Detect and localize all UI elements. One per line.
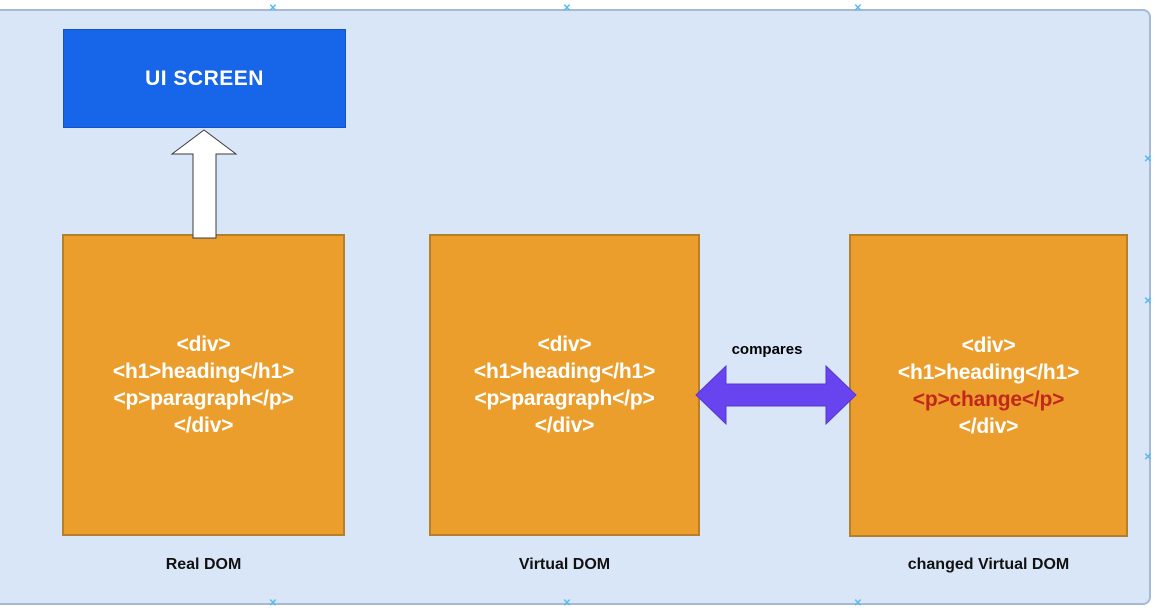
code-line-changed: <p>change</p> xyxy=(912,387,1065,411)
connection-point-icon: ✕ xyxy=(1143,452,1153,463)
code-line: <div> xyxy=(537,333,592,356)
real-dom-label: Real DOM xyxy=(165,556,242,573)
code-line: <h1>heading</h1> xyxy=(897,360,1080,384)
connection-point-icon: ✕ xyxy=(853,3,863,14)
connection-point-icon: ✕ xyxy=(268,3,278,14)
changed-virtual-dom-label: changed Virtual DOM xyxy=(907,556,1070,573)
connection-point-icon: ✕ xyxy=(853,598,863,609)
code-line: <div> xyxy=(176,333,231,356)
ui-screen-label: UI SCREEN xyxy=(145,66,264,90)
connection-point-icon: ✕ xyxy=(1143,154,1153,165)
code-line: </div> xyxy=(173,414,234,437)
compare-arrow-left-right-icon[interactable] xyxy=(695,364,857,426)
connection-point-icon: ✕ xyxy=(562,598,572,609)
virtual-dom-box[interactable]: <div> <h1>heading</h1> <p>paragraph</p> … xyxy=(429,234,700,536)
virtual-dom-label: Virtual DOM xyxy=(518,556,611,573)
code-line: <p>paragraph</p> xyxy=(474,387,655,410)
compares-label: compares xyxy=(731,341,803,358)
code-line: <p>paragraph</p> xyxy=(113,387,294,410)
code-line: <div> xyxy=(961,333,1016,357)
connection-point-icon: ✕ xyxy=(562,3,572,14)
render-arrow-up-icon[interactable] xyxy=(170,129,238,239)
code-line: </div> xyxy=(958,414,1019,438)
ui-screen-box[interactable]: UI SCREEN xyxy=(63,29,346,128)
real-dom-box[interactable]: <div> <h1>heading</h1> <p>paragraph</p> … xyxy=(62,234,345,536)
code-line: <h1>heading</h1> xyxy=(473,360,656,383)
connection-point-icon: ✕ xyxy=(268,598,278,609)
code-line: <h1>heading</h1> xyxy=(112,360,295,383)
changed-virtual-dom-box[interactable]: <div> <h1>heading</h1> <p>change</p> </d… xyxy=(849,234,1128,537)
connection-point-icon: ✕ xyxy=(1143,296,1153,307)
code-line: </div> xyxy=(534,414,595,437)
